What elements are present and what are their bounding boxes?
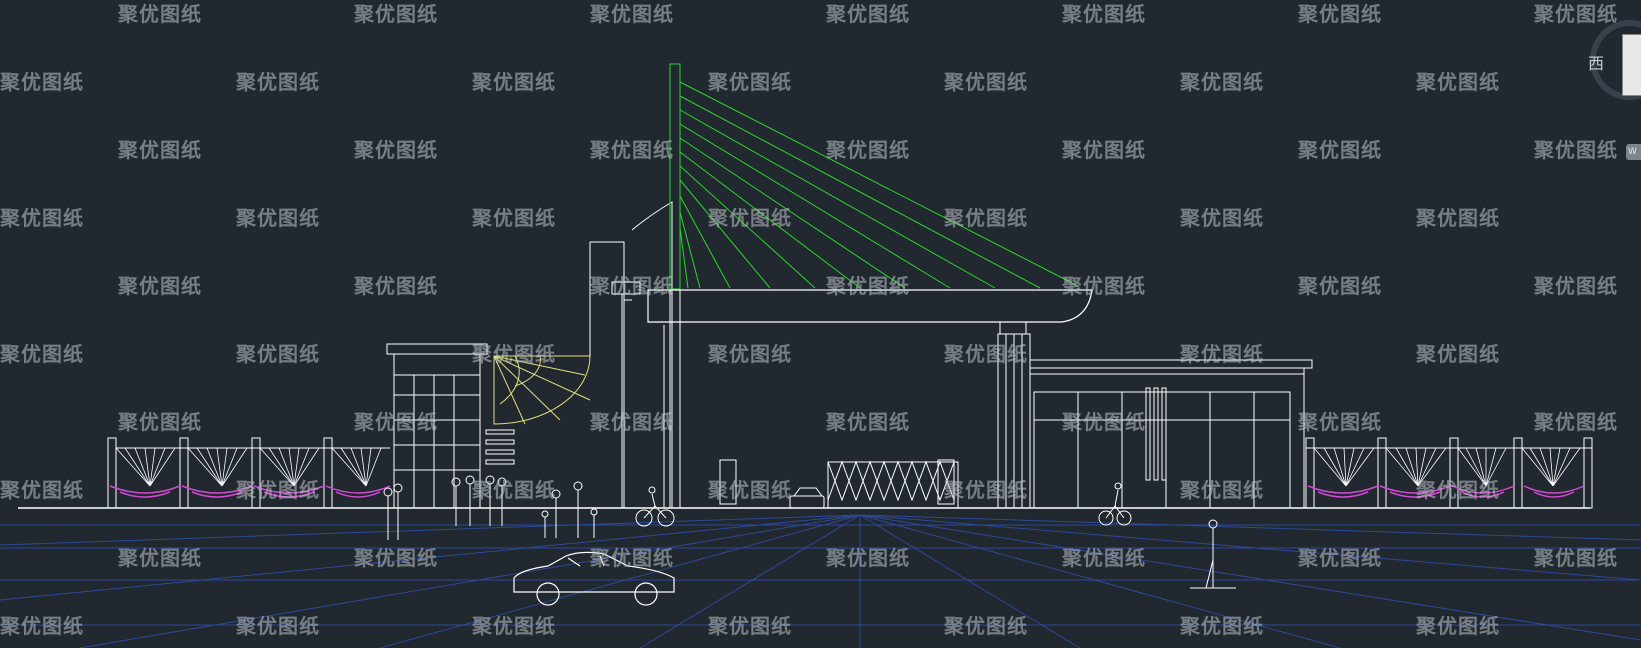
person-group-3	[541, 481, 598, 538]
viewcube[interactable]: 西 W	[1580, 10, 1641, 160]
left-fence-magenta-trim	[109, 485, 391, 498]
left-fence-fans	[115, 447, 382, 487]
cable-stays	[669, 63, 1079, 290]
cyclist-left	[635, 486, 675, 527]
walking-person	[1190, 519, 1236, 589]
car-at-gate	[789, 487, 825, 509]
left-fence	[107, 437, 391, 509]
canopy-beam	[647, 289, 1093, 323]
cyclist-right	[1098, 482, 1132, 526]
main-pylon	[589, 63, 681, 509]
compass-west-label[interactable]: 西	[1588, 54, 1605, 73]
gate-house-building	[1029, 359, 1313, 509]
wcs-menu-button[interactable]: W	[1626, 144, 1641, 160]
right-fence	[1305, 437, 1593, 509]
viewcube-face[interactable]	[1622, 34, 1641, 96]
yellow-fan-ornament	[493, 355, 591, 425]
person-group-1	[383, 483, 403, 540]
left-guard-tower	[386, 343, 515, 509]
right-column	[997, 321, 1031, 509]
retractable-gate	[719, 459, 959, 509]
perspective-ground-grid	[0, 514, 1641, 648]
viewcube-compass-ring[interactable]	[1590, 20, 1641, 100]
person-group-2	[451, 475, 507, 526]
foreground-sedan	[513, 551, 675, 606]
pedestrians	[383, 475, 1236, 589]
